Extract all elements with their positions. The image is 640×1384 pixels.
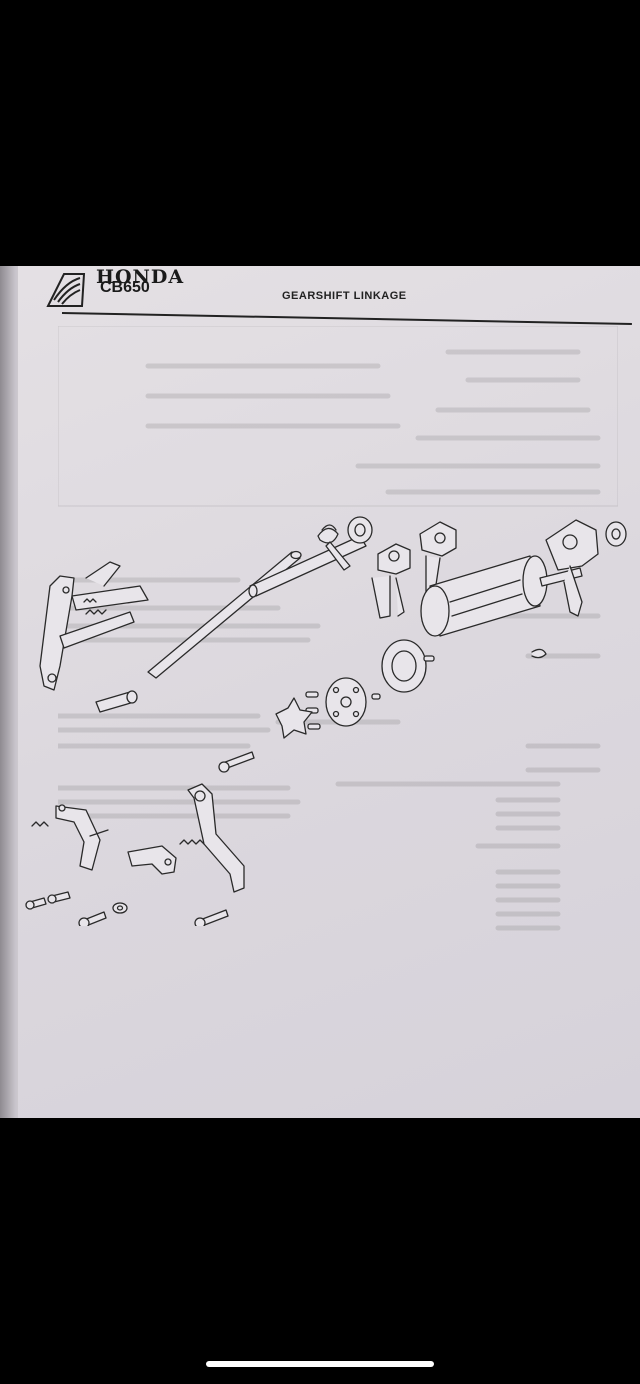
bearing-right — [605, 521, 627, 547]
pin-bolt — [95, 690, 138, 713]
gearshift-spindle — [147, 550, 302, 679]
clip — [531, 648, 547, 659]
shift-drum — [420, 555, 583, 637]
gearshift-arm — [187, 783, 245, 893]
spring-medium — [179, 839, 205, 845]
dowel-pin — [423, 655, 435, 662]
section-title: GEARSHIFT LINKAGE — [282, 290, 407, 302]
bolt — [194, 909, 229, 926]
drum-center — [325, 677, 367, 727]
stopper-spring — [317, 524, 351, 571]
bearing-middle — [381, 639, 427, 693]
brand-name: HONDA — [96, 266, 185, 288]
spring-small — [31, 821, 49, 827]
shift-arm — [39, 561, 149, 691]
home-indicator[interactable] — [206, 1361, 434, 1367]
bolt — [25, 897, 47, 910]
dowel-pin — [371, 693, 381, 700]
washer — [112, 902, 128, 914]
shift-fork-3 — [545, 519, 599, 617]
stopper-arm — [55, 804, 109, 871]
bolt — [218, 751, 255, 773]
link-plate — [127, 845, 177, 875]
bolt — [78, 911, 107, 926]
star-plate — [275, 697, 313, 739]
bearing-top — [347, 516, 373, 544]
manual-page-photo: HONDA CB650 GEARSHIFT LINKAGE — [0, 266, 640, 1118]
return-spring — [85, 609, 107, 615]
honda-wing-logo-icon — [46, 273, 86, 307]
exploded-diagram — [25, 516, 627, 926]
model-name: CB650 — [100, 279, 150, 296]
shift-fork-1 — [371, 543, 411, 619]
bolt — [47, 891, 71, 904]
header-rule — [61, 312, 632, 325]
